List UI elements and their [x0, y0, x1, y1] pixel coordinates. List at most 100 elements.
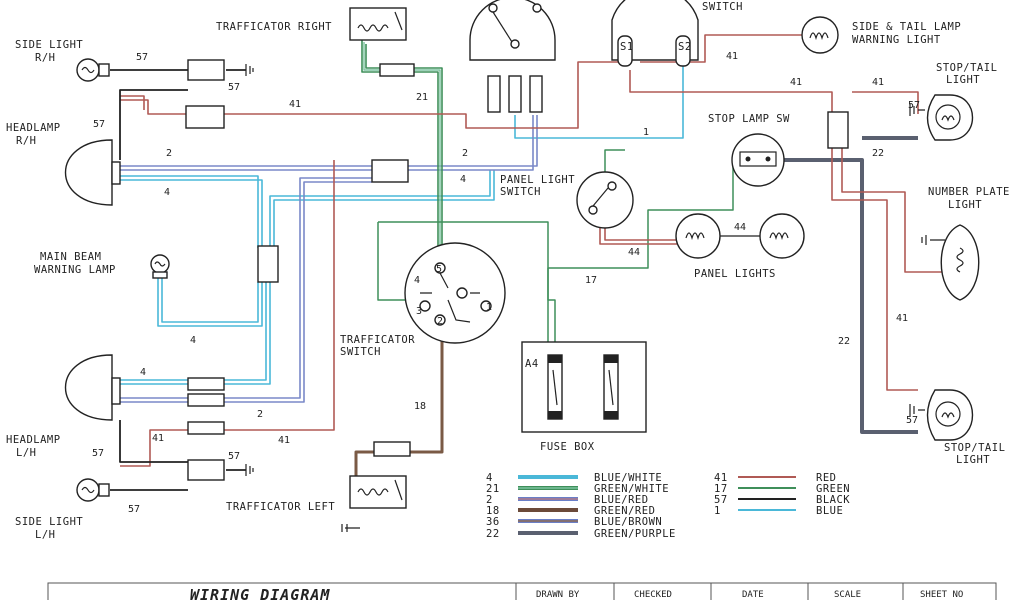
wire-number: 57 — [228, 82, 240, 93]
wire-number: 1 — [643, 127, 649, 138]
legend-right: 41 RED 17 GREEN 57 BLACK 1 BLUE — [714, 472, 850, 517]
stop-lamp-switch — [731, 133, 785, 187]
svg-text:41: 41 — [714, 472, 728, 484]
wire-number: 4 — [190, 335, 196, 346]
wire-4-headlamp-lh — [120, 282, 267, 381]
wire-41-stoptail — [831, 148, 918, 391]
wire-number: 41 — [790, 77, 802, 88]
title-col-checked: CHECKED — [634, 590, 672, 600]
svg-text:36: 36 — [486, 516, 500, 528]
trafficator-left — [349, 475, 407, 509]
wire-number: 57 — [128, 504, 140, 515]
svg-text:4: 4 — [486, 472, 493, 484]
wire-number: 57 — [136, 52, 148, 63]
wire-number: 41 — [289, 99, 301, 110]
switch-label: SWITCH — [702, 1, 743, 13]
wire-1-blue — [514, 60, 684, 139]
wire-4-mainbeam — [157, 276, 263, 327]
wire-number: 44 — [628, 247, 640, 258]
fuse-a4-label: A4 — [525, 358, 539, 370]
svg-text:BLACK: BLACK — [816, 494, 850, 506]
svg-text:BLUE/BROWN: BLUE/BROWN — [594, 516, 662, 528]
wire-number: 41 — [726, 51, 738, 62]
legend-row: 1 BLUE — [714, 505, 843, 517]
side-tail-warning-light — [801, 16, 839, 54]
svg-text:22: 22 — [486, 528, 500, 540]
svg-text:2: 2 — [486, 494, 493, 506]
panel-lights-label: PANEL LIGHTS — [694, 268, 776, 280]
trafficator-right-label: TRAFFICATOR RIGHT — [216, 21, 332, 33]
title-col-drawn-by: DRAWN BY — [536, 590, 580, 600]
wire-41-main — [120, 61, 620, 129]
wire-number: 57 — [92, 448, 104, 459]
wire-number: 22 — [838, 336, 850, 347]
inline-connectors — [185, 59, 849, 481]
wire-numbers: 57 57 41 57 2 4 2 1 2 4 4 4 2 41 41 57 57… — [92, 51, 920, 515]
svg-text:BLUE/WHITE: BLUE/WHITE — [594, 472, 662, 484]
wire-number: 57 — [908, 100, 920, 111]
earth-symbols — [245, 64, 945, 532]
stop-tail-light-top — [926, 94, 974, 141]
wire-number: 57 — [93, 119, 105, 130]
title-col-date: DATE — [742, 590, 764, 600]
side-light-lh — [76, 478, 110, 502]
title-block: WIRING DIAGRAM DRAWN BY CHECKED DATE SCA… — [47, 582, 997, 600]
wire-22 — [780, 158, 918, 434]
main-beam-lamp — [150, 254, 170, 279]
main-light-switch — [469, 0, 556, 61]
wire-number: 18 — [414, 401, 426, 412]
svg-text:RED: RED — [816, 472, 836, 484]
legend-row: 4 BLUE/WHITE — [486, 472, 662, 484]
wire-41-lh — [120, 160, 335, 467]
svg-text:GREEN/PURPLE: GREEN/PURPLE — [594, 528, 676, 540]
switch-terminal: 1 — [486, 302, 492, 313]
legend-row: 57 BLACK — [714, 494, 850, 506]
legend-row: 17 GREEN — [714, 483, 850, 495]
legend-row: 18 GREEN/RED — [486, 505, 655, 517]
wire-number: 57 — [228, 451, 240, 462]
wire-number: 17 — [585, 275, 597, 286]
headlamp-rh — [64, 139, 121, 206]
switch-terminal: 2 — [437, 316, 443, 327]
switch-terminal: 4 — [414, 275, 420, 286]
wire-41-warning — [640, 34, 803, 63]
wire-number: 2 — [257, 409, 263, 420]
s2-label: S2 — [678, 41, 692, 53]
legend-row: 21 GREEN/WHITE — [486, 483, 669, 495]
svg-text:GREEN/WHITE: GREEN/WHITE — [594, 483, 669, 495]
wire-2-headlamp-rh — [120, 115, 538, 167]
wire-number: 41 — [278, 435, 290, 446]
diagram-title: WIRING DIAGRAM — [190, 586, 330, 600]
wire-number: 2 — [462, 148, 468, 159]
legend-row: 36 BLUE/BROWN — [486, 516, 662, 528]
panel-lights — [675, 213, 805, 259]
svg-text:18: 18 — [486, 505, 500, 517]
wire-number: 4 — [164, 187, 170, 198]
wire-4-to-switch — [269, 170, 491, 248]
s1-label: S1 — [620, 41, 634, 53]
legend-row: 2 BLUE/RED — [486, 494, 648, 506]
headlamp-lh — [64, 354, 121, 421]
components — [64, 0, 980, 532]
fuse-box-label: FUSE BOX — [540, 441, 595, 453]
wire-number: 44 — [734, 222, 746, 233]
legend-left: 4 BLUE/WHITE 21 GREEN/WHITE 2 BLUE/RED 1… — [486, 472, 676, 540]
wire-number: 41 — [152, 433, 164, 444]
svg-text:GREEN: GREEN — [816, 483, 850, 495]
wire-number: 22 — [872, 148, 884, 159]
legend-row: 22 GREEN/PURPLE — [486, 528, 676, 540]
stop-tail-light-bottom — [926, 389, 974, 441]
svg-text:57: 57 — [714, 494, 728, 506]
wire-4-headlamp-rh — [120, 175, 259, 248]
s1-s2-switch — [611, 0, 699, 67]
title-col-scale: SCALE — [834, 590, 861, 600]
trafficator-left-label: TRAFFICATOR LEFT — [226, 501, 335, 513]
